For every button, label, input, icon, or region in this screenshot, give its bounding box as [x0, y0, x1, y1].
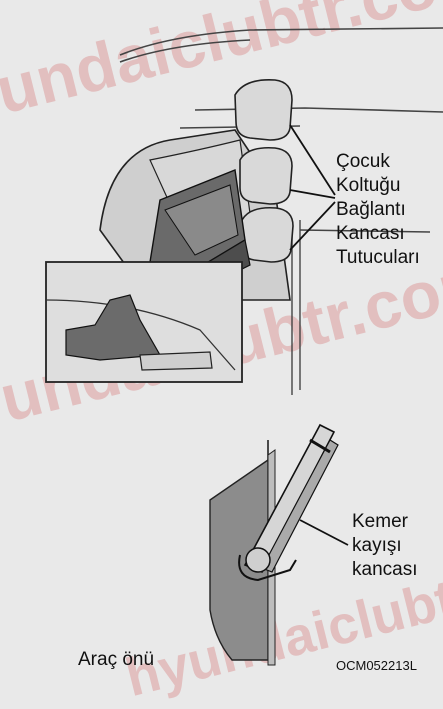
belt-label-line-2: kayışı	[352, 534, 417, 558]
vehicle-front-caption: Araç önü	[78, 648, 154, 672]
anchor-label-line-3: Bağlantı	[336, 198, 420, 222]
anchor-label-line-5: Tutucuları	[336, 246, 420, 270]
headrest-bottom	[242, 208, 293, 262]
figure-code: OCM052213L	[336, 658, 417, 673]
illustration-stage: undaiclubtr.com undaiclubtr.com hyundaic…	[0, 0, 443, 679]
inset-panel	[46, 262, 242, 382]
belt-label-line-1: Kemer	[352, 510, 417, 534]
headrest-middle	[240, 148, 292, 204]
anchor-label-line-2: Koltuğu	[336, 174, 420, 198]
anchor-label-line-1: Çocuk	[336, 150, 420, 174]
belt-label-line-3: kancası	[352, 558, 417, 582]
headrest-top	[235, 80, 292, 140]
anchor-label-line-4: Kancası	[336, 222, 420, 246]
belt-hook-detail	[210, 425, 348, 665]
child-anchor-holder-label: Çocuk Koltuğu Bağlantı Kancası Tutucular…	[336, 150, 420, 270]
belt-hook-label: Kemer kayışı kancası	[352, 510, 417, 582]
anchor-callout-lines	[290, 125, 335, 250]
